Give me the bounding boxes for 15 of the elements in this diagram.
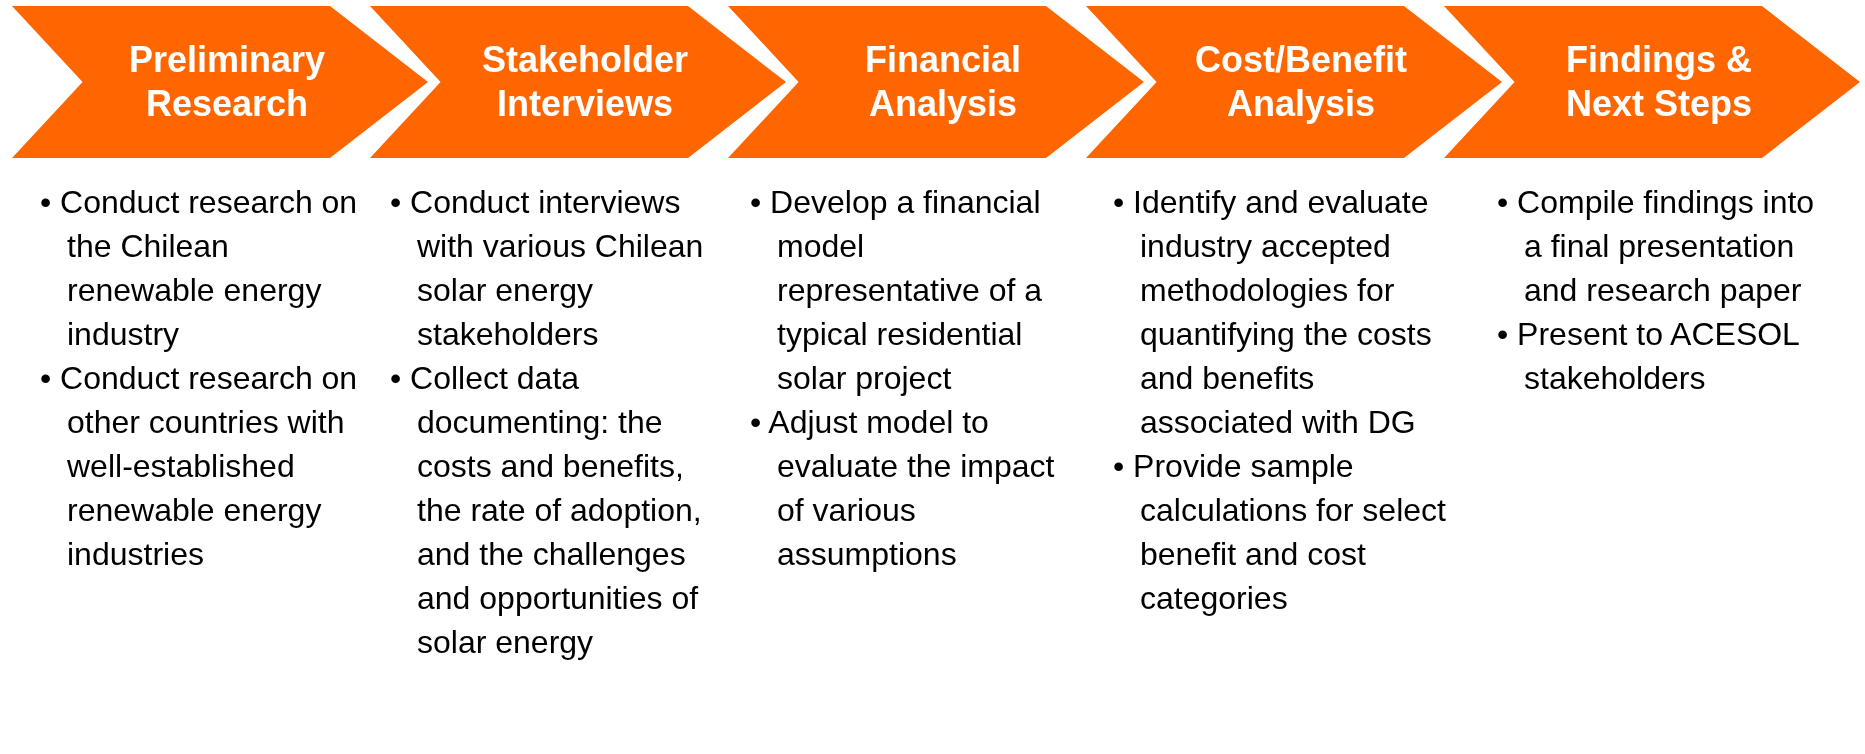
step-title: Findings & Next Steps bbox=[1564, 38, 1754, 126]
step-title: Financial Analysis bbox=[863, 38, 1022, 126]
bullet-text: • Identify and evaluate industry accepted methodologies for quantifying the costs and benefits associated with DG bbox=[1113, 183, 1433, 442]
bullet-text: • Conduct interviews with various Chilean solar energy stakeholders bbox=[390, 183, 705, 354]
bullet-text: • Conduct research on the Chilean renewable energy industry bbox=[40, 183, 359, 354]
bullet-text: • Adjust model to evaluate the impact of various assumptions bbox=[750, 403, 1056, 574]
bullet-text: • Compile findings into a final presentation and research paper bbox=[1497, 183, 1816, 310]
step-title: Cost/Benefit Analysis bbox=[1194, 38, 1408, 126]
bullet-text: • Conduct research on other countries with well-established renewable energy industries bbox=[40, 359, 359, 574]
step-title: Stakeholder Interviews bbox=[480, 38, 690, 126]
bullet-text: • Develop a financial model representative of a typical residential solar project bbox=[750, 183, 1044, 398]
bullet-text: • Collect data documenting: the costs and benefits, the rate of adoption, and the challenges and opportunities of solar energy bbox=[390, 359, 703, 662]
step-title: Preliminary Research bbox=[127, 38, 327, 126]
bullet-text: • Present to ACESOL stakeholders bbox=[1497, 315, 1800, 398]
bullet-text: • Provide sample calculations for select benefit and cost categories bbox=[1113, 447, 1446, 618]
